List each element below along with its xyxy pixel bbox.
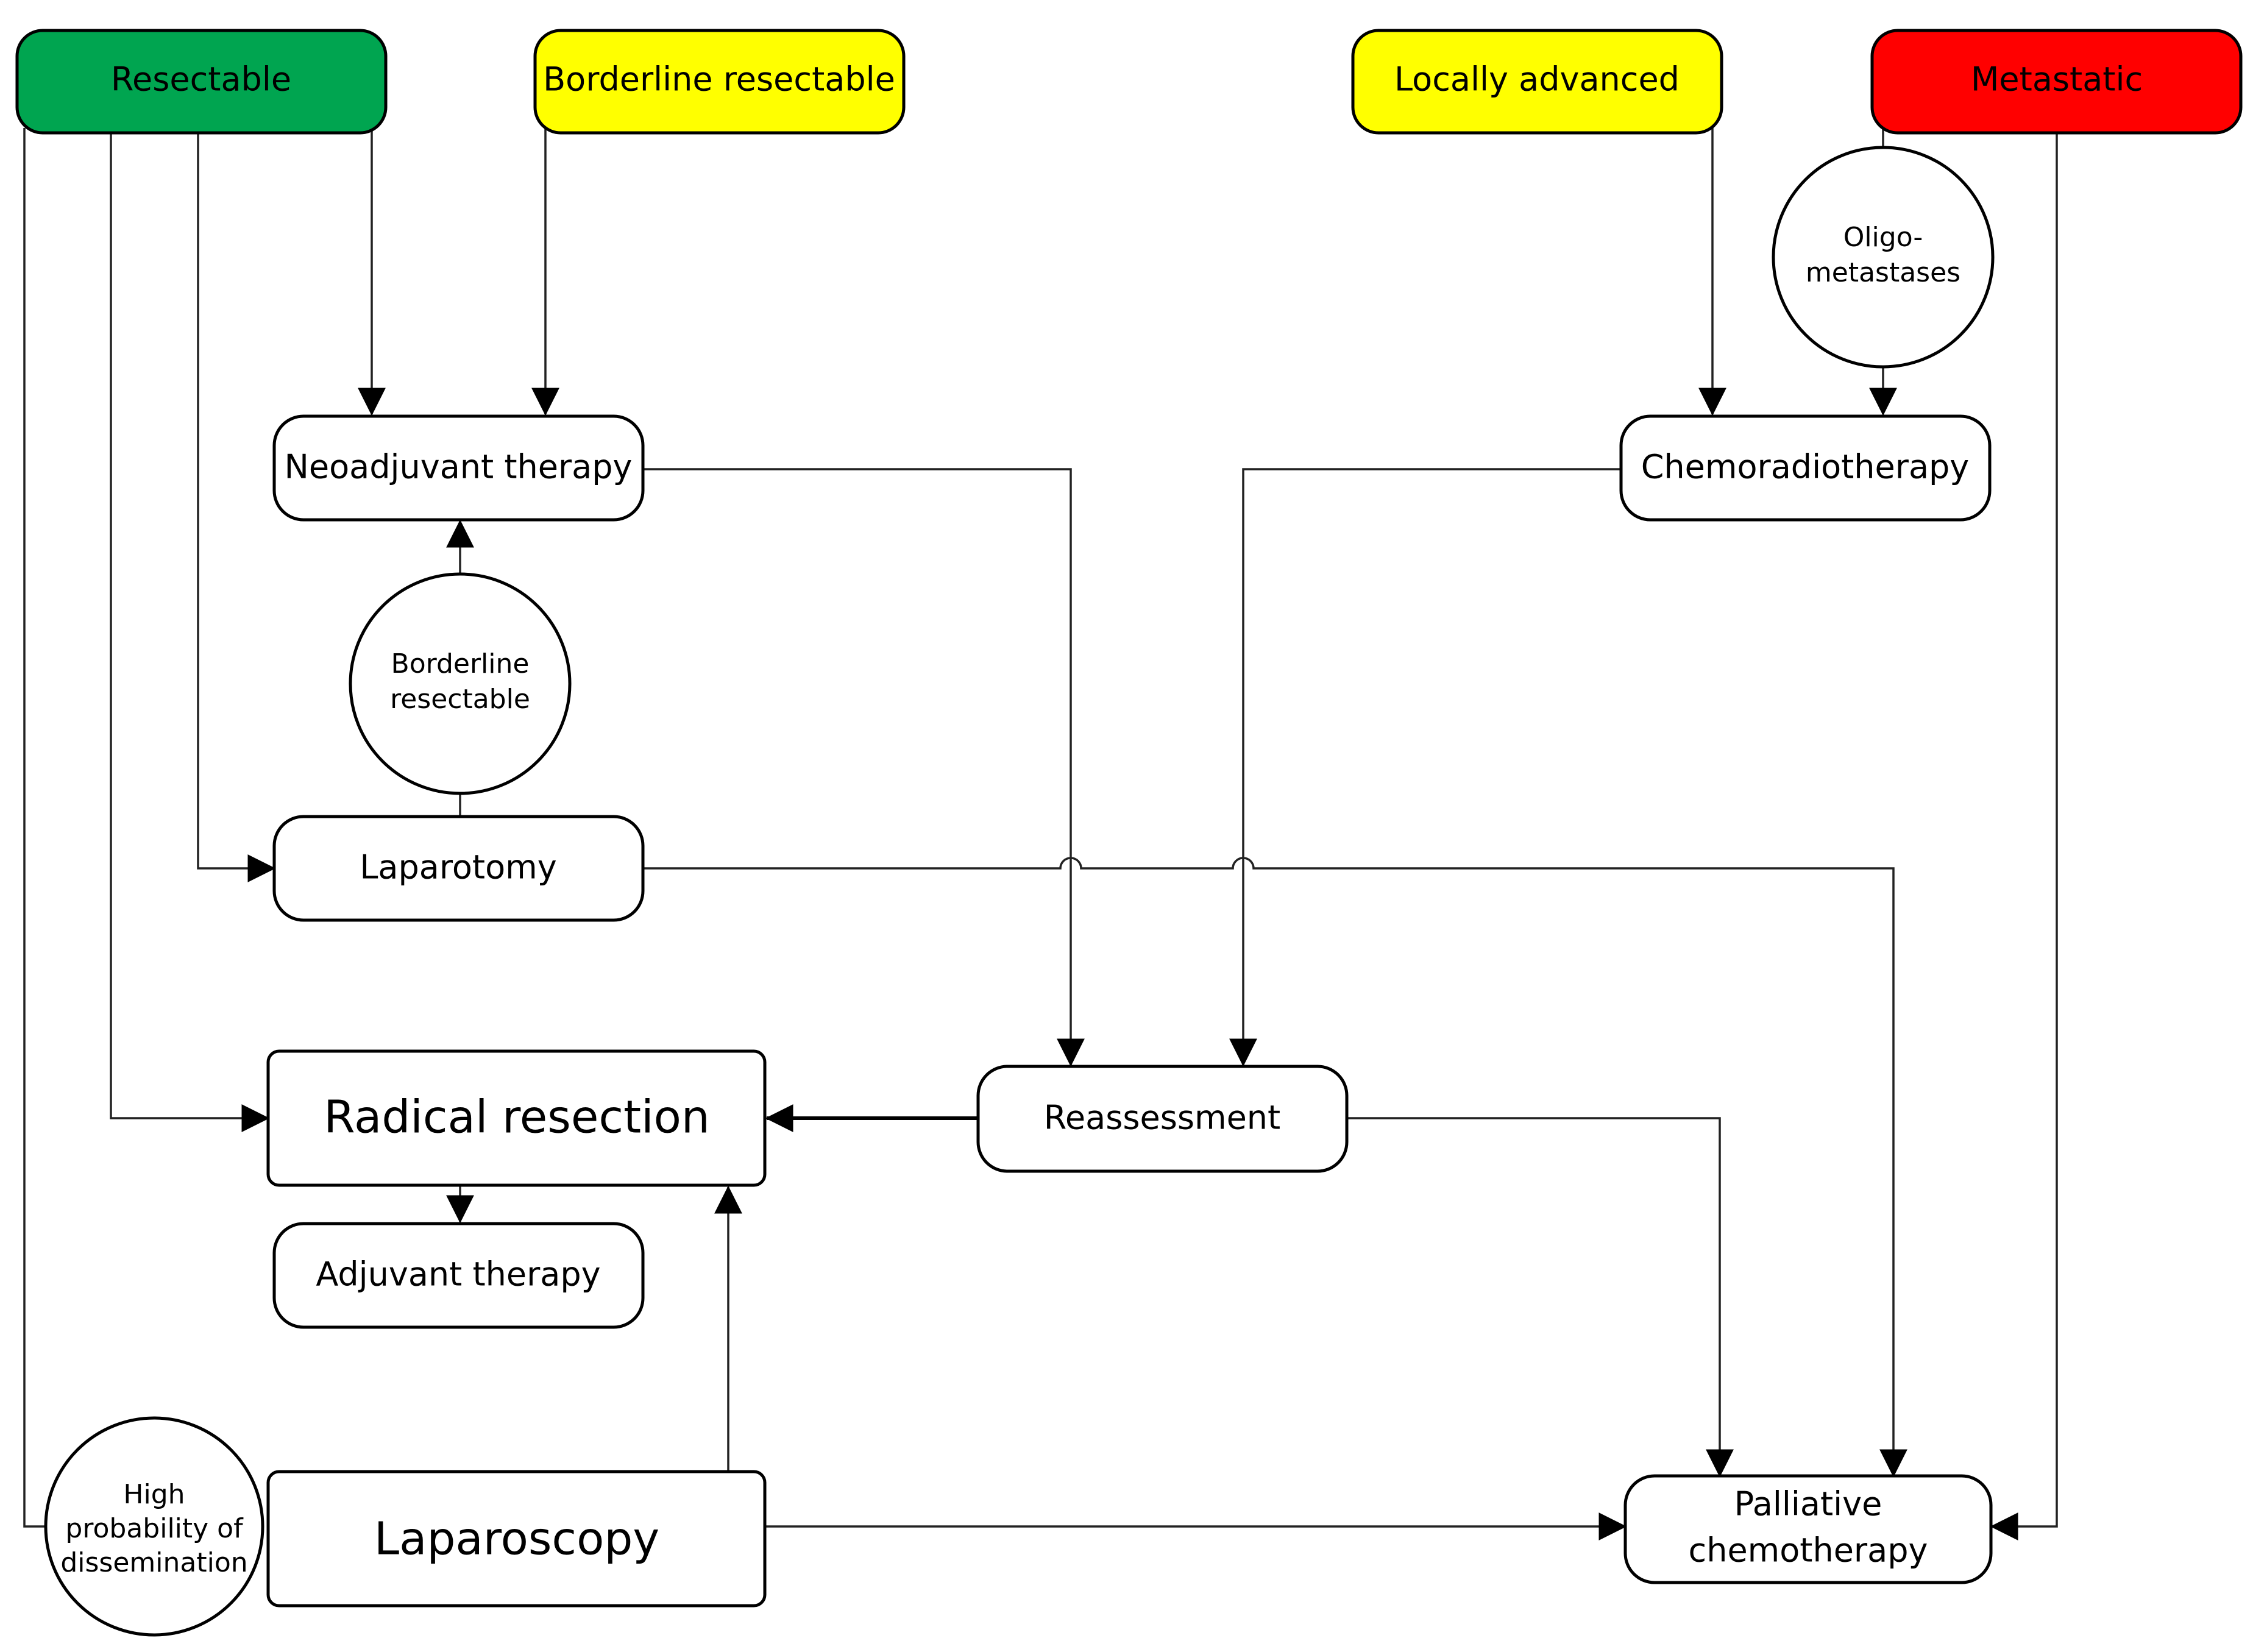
arrow-metastatic-to-palliative (1990, 134, 2058, 1540)
node-palliative-box (1623, 1474, 1993, 1584)
circle-dissemination-line3: dissemination (60, 1547, 247, 1578)
circle-oligometastases-line2: metastases (1806, 257, 1960, 288)
node-radical-resection-label: Radical resection (324, 1091, 710, 1144)
stage-borderline-label: Borderline resectable (543, 60, 895, 99)
circle-borderline-shape (349, 572, 572, 795)
node-chemoradiotherapy-label: Chemoradiotherapy (1641, 448, 1970, 486)
stage-metastatic[interactable]: Metastatic (1870, 29, 2243, 135)
stage-locally-advanced[interactable]: Locally advanced (1351, 29, 1723, 135)
arrow-resectable-to-laparotomy (197, 134, 276, 882)
node-reassessment-box (976, 1065, 1349, 1173)
node-adjuvant-label: Adjuvant therapy (316, 1255, 600, 1294)
stage-borderline-box (533, 29, 906, 135)
node-adjuvant-box (272, 1222, 645, 1329)
node-radical-resection[interactable]: Radical resection (266, 1049, 767, 1187)
node-neoadjuvant-label: Neoadjuvant therapy (284, 448, 632, 486)
node-neoadjuvant-box (272, 414, 645, 522)
circle-oligometastases[interactable]: Oligo- metastases (1772, 146, 1995, 369)
circle-dissemination[interactable]: High probability of dissemination (44, 1416, 264, 1637)
node-radical-resection-box (266, 1049, 767, 1187)
stage-resectable[interactable]: Resectable (15, 29, 388, 135)
node-reassessment[interactable]: Reassessment (976, 1065, 1349, 1173)
stage-metastatic-box (1870, 29, 2243, 135)
circle-dissemination-line2: probability of (65, 1513, 244, 1544)
node-chemoradiotherapy[interactable]: Chemoradiotherapy (1619, 414, 1992, 522)
circle-dissemination-line1: High (123, 1479, 185, 1510)
node-neoadjuvant-therapy[interactable]: Neoadjuvant therapy (272, 414, 645, 522)
node-laparotomy-box (272, 815, 645, 922)
node-adjuvant-therapy[interactable]: Adjuvant therapy (272, 1222, 645, 1329)
arrow-neoadjuvant-to-reassessment (643, 468, 1085, 1067)
circle-oligometastases-shape (1772, 146, 1995, 369)
arrow-resectable-to-radical-resection (110, 134, 270, 1132)
arrow-laparotomy-to-palliative (643, 857, 1907, 1478)
node-laparotomy-label: Laparotomy (360, 848, 556, 887)
circle-borderline-line2: resectable (390, 684, 530, 715)
circle-borderline-resectable[interactable]: Borderline resectable (349, 572, 572, 795)
stage-resectable-box (15, 29, 388, 135)
stage-borderline-resectable[interactable]: Borderline resectable (533, 29, 906, 135)
node-chemoradiotherapy-box (1619, 414, 1992, 522)
stage-metastatic-label: Metastatic (1971, 60, 2143, 99)
line-resectable-to-dissemination (23, 128, 46, 1528)
node-palliative-line1: Palliative (1734, 1485, 1882, 1523)
circle-borderline-line1: Borderline (391, 648, 530, 679)
stage-resectable-label: Resectable (111, 60, 291, 99)
connectors (23, 125, 2058, 1540)
node-laparoscopy-box (266, 1470, 767, 1608)
node-laparoscopy-label: Laparoscopy (374, 1513, 659, 1565)
circle-dissemination-shape (44, 1416, 264, 1637)
arrow-chemoradiotherapy-to-reassessment (1229, 468, 1621, 1067)
stage-locally-advanced-label: Locally advanced (1394, 60, 1680, 99)
node-palliative-chemotherapy[interactable]: Palliative chemotherapy (1623, 1474, 1993, 1584)
arrow-reassessment-to-palliative (1346, 1117, 1734, 1478)
node-reassessment-label: Reassessment (1044, 1099, 1280, 1137)
node-palliative-line2: chemotherapy (1689, 1531, 1928, 1570)
node-laparotomy[interactable]: Laparotomy (272, 815, 645, 922)
node-laparoscopy[interactable]: Laparoscopy (266, 1470, 767, 1608)
circle-oligometastases-line1: Oligo- (1843, 222, 1923, 253)
stage-locally-advanced-box (1351, 29, 1723, 135)
